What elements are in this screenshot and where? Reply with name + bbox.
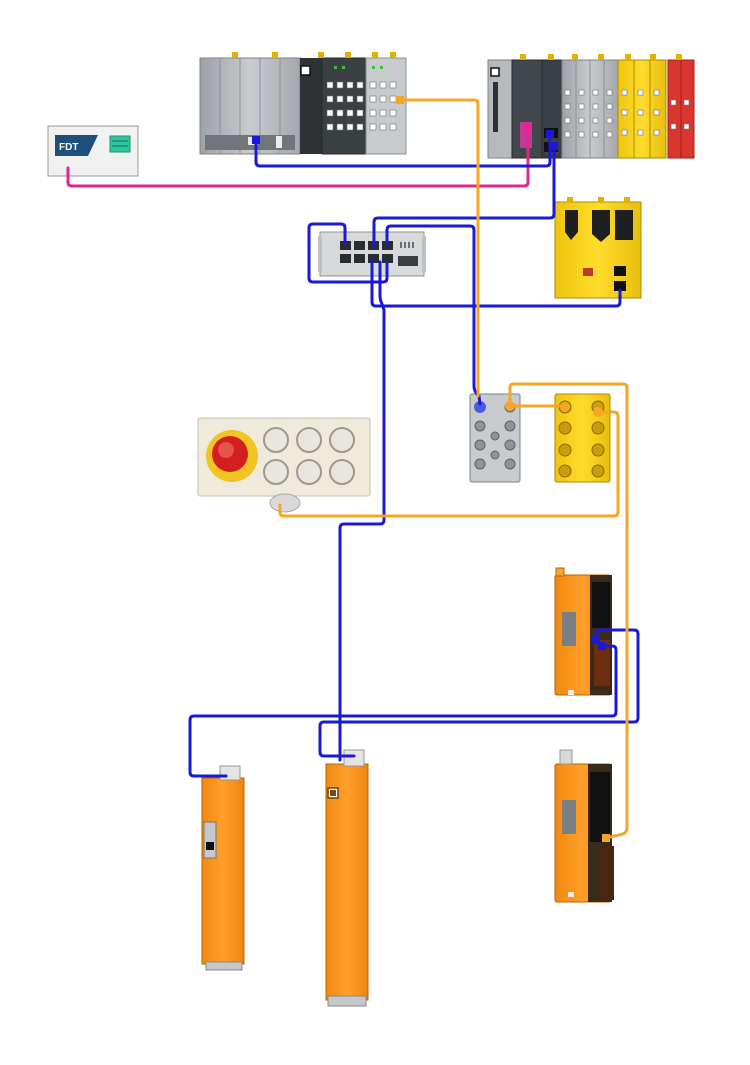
power-module-left: [202, 766, 244, 970]
cable-ethernet-power-left: [190, 646, 616, 776]
power-module-right: [326, 750, 368, 1006]
fdt-logo-text: FDT: [59, 142, 78, 153]
servo-drive-lower: [555, 750, 614, 902]
status-square-icon: [301, 66, 310, 75]
fdt-gateway: FDT: [48, 126, 138, 176]
safety-controller: [555, 197, 641, 298]
status-square-icon-right: [491, 68, 499, 76]
plc-rack-right: [488, 54, 694, 158]
cable-ethernet-down: [340, 262, 384, 760]
emergency-stop-icon: [206, 430, 258, 482]
operator-panel: [198, 418, 370, 512]
plc-rack-left: [200, 52, 406, 154]
